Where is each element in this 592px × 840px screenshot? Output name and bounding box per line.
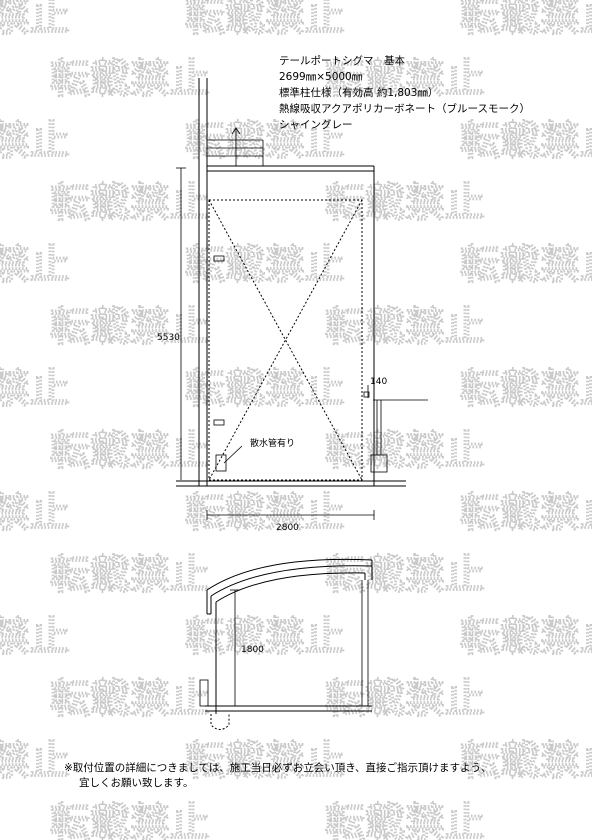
watermark-text: 転載禁止 [0,0,70,40]
watermark-text: 転載禁止 [0,738,70,784]
dim-offset: 140 [370,377,387,387]
watermark-text: 転載禁止 [50,56,210,102]
watermark-text: 転載禁止 [185,490,345,536]
watermark-text: 転載禁止 [185,614,345,660]
watermark-text: 転載禁止 [460,490,592,536]
note-line-1: ※取付位置の詳細につきましては、施工当日必ずお立会い頂き、直接ご指示頂けますよう… [64,762,492,774]
spec-line-4: 熱線吸収アクアポリカーボネート（ブルースモーク） [279,102,530,115]
watermark-text: 転載禁止 [460,614,592,660]
watermark-text: 転載禁止 [0,118,70,164]
watermark-text: 転載禁止 [185,366,345,412]
note-line-2: 宜しくお願い致します。 [79,777,194,789]
watermark-text: 転載禁止 [185,0,345,40]
watermark-text: 転載禁止 [460,738,592,784]
spec-line-2: 2699㎜×5000㎜ [279,71,363,83]
watermark-text: 転載禁止 [50,676,210,722]
watermark-text: 転載禁止 [460,242,592,288]
watermark-text: 転載禁止 [325,304,485,350]
spec-line-1: テールポートシグマ 基本 [279,54,405,67]
watermark-text: 転載禁止 [325,800,485,840]
spec-block: テールポートシグマ 基本 2699㎜×5000㎜ 標準柱仕様（有効高 約1,80… [279,54,530,131]
watermark-text: 転載禁止 [185,738,345,784]
watermark-text: 転載禁止 [460,366,592,412]
dim-width: 2800 [276,523,299,533]
watermark-text: 転載禁止 [0,614,70,660]
installation-note: ※取付位置の詳細につきましては、施工当日必ずお立会い頂き、直接ご指示頂けますよう… [64,761,584,791]
watermark-text: 転載禁止 [50,800,210,840]
watermark-text: 転載禁止 [0,366,70,412]
watermark-text: 転載禁止 [325,56,485,102]
watermark-text: 転載禁止 [325,180,485,226]
watermark-text: 転載禁止 [460,0,592,40]
spec-line-3: 標準柱仕様（有効高 約1,803㎜） [279,86,438,99]
plan-view [176,78,428,520]
watermark-text: 転載禁止 [50,428,210,474]
watermark-text: 転載禁止 [325,676,485,722]
watermark-text: 転載禁止 [50,304,210,350]
dim-height: 1800 [241,645,264,655]
watermark-text: 転載禁止 [460,118,592,164]
elevation-view [199,558,373,730]
dim-depth: 5530 [157,333,180,343]
spec-line-5: シャイングレー [279,118,353,131]
watermark-text: 転載禁止 [185,242,345,288]
watermark-text: 転載禁止 [50,552,210,598]
drain-label: 散水管有り [250,437,295,449]
watermark-text: 転載禁止 [0,490,70,536]
watermark-text: 転載禁止 [50,180,210,226]
watermark-text: 転載禁止 [0,242,70,288]
watermark-text: 転載禁止 [325,428,485,474]
watermark-text: 転載禁止 [185,118,345,164]
